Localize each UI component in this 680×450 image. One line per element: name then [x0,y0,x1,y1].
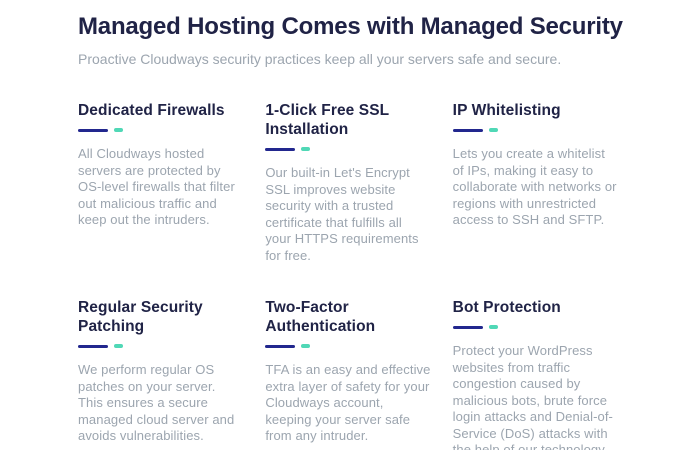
feature-description: We perform regular OS patches on your se… [78,362,235,443]
divider-line [78,128,108,132]
divider-accent [301,344,311,348]
divider-accent [114,128,123,132]
divider-line [265,147,296,151]
divider-accent [488,128,498,132]
divider-accent [488,325,498,329]
divider-line [265,344,296,348]
feature-heading: 1-Click Free SSL Installation [265,102,389,138]
feature-heading: IP Whitelisting [452,102,561,119]
divider [265,147,430,151]
feature-card-security-patching: Regular Security Patching We perform reg… [78,298,243,450]
divider-line [452,128,483,132]
divider [452,128,618,132]
feature-heading: Two-Factor Authentication [265,299,376,335]
features-grid: Dedicated Firewalls All Cloudways hosted… [78,101,618,450]
feature-heading: Regular Security Patching [78,299,203,335]
divider [78,344,243,348]
feature-description: TFA is an easy and effective extra layer… [265,362,431,443]
feature-description: Our built-in Let's Encrypt SSL improves … [265,165,419,263]
feature-description: Protect your WordPress websites from tra… [452,343,613,450]
divider [78,128,243,132]
divider-line [78,344,108,348]
divider-accent [301,147,311,151]
section-title: Managed Hosting Comes with Managed Secur… [78,13,623,40]
feature-card-two-factor-auth: Two-Factor Authentication TFA is an easy… [265,298,430,450]
feature-card-free-ssl: 1-Click Free SSL Installation Our built-… [265,101,430,264]
divider [265,344,430,348]
divider-accent [114,344,123,348]
divider-line [452,325,483,329]
feature-heading: Bot Protection [452,299,561,316]
section-container: Managed Hosting Comes with Managed Secur… [78,0,623,450]
feature-card-dedicated-firewalls: Dedicated Firewalls All Cloudways hosted… [78,101,243,264]
section-subtitle: Proactive Cloudways security practices k… [78,51,562,67]
feature-card-ip-whitelisting: IP Whitelisting Lets you create a whitel… [452,101,618,264]
feature-description: Lets you create a whitelist of IPs, maki… [452,146,617,227]
feature-card-bot-protection: Bot Protection Protect your WordPress we… [452,298,618,450]
divider [452,325,618,329]
feature-heading: Dedicated Firewalls [78,102,225,119]
feature-description: All Cloudways hosted servers are protect… [78,146,235,227]
